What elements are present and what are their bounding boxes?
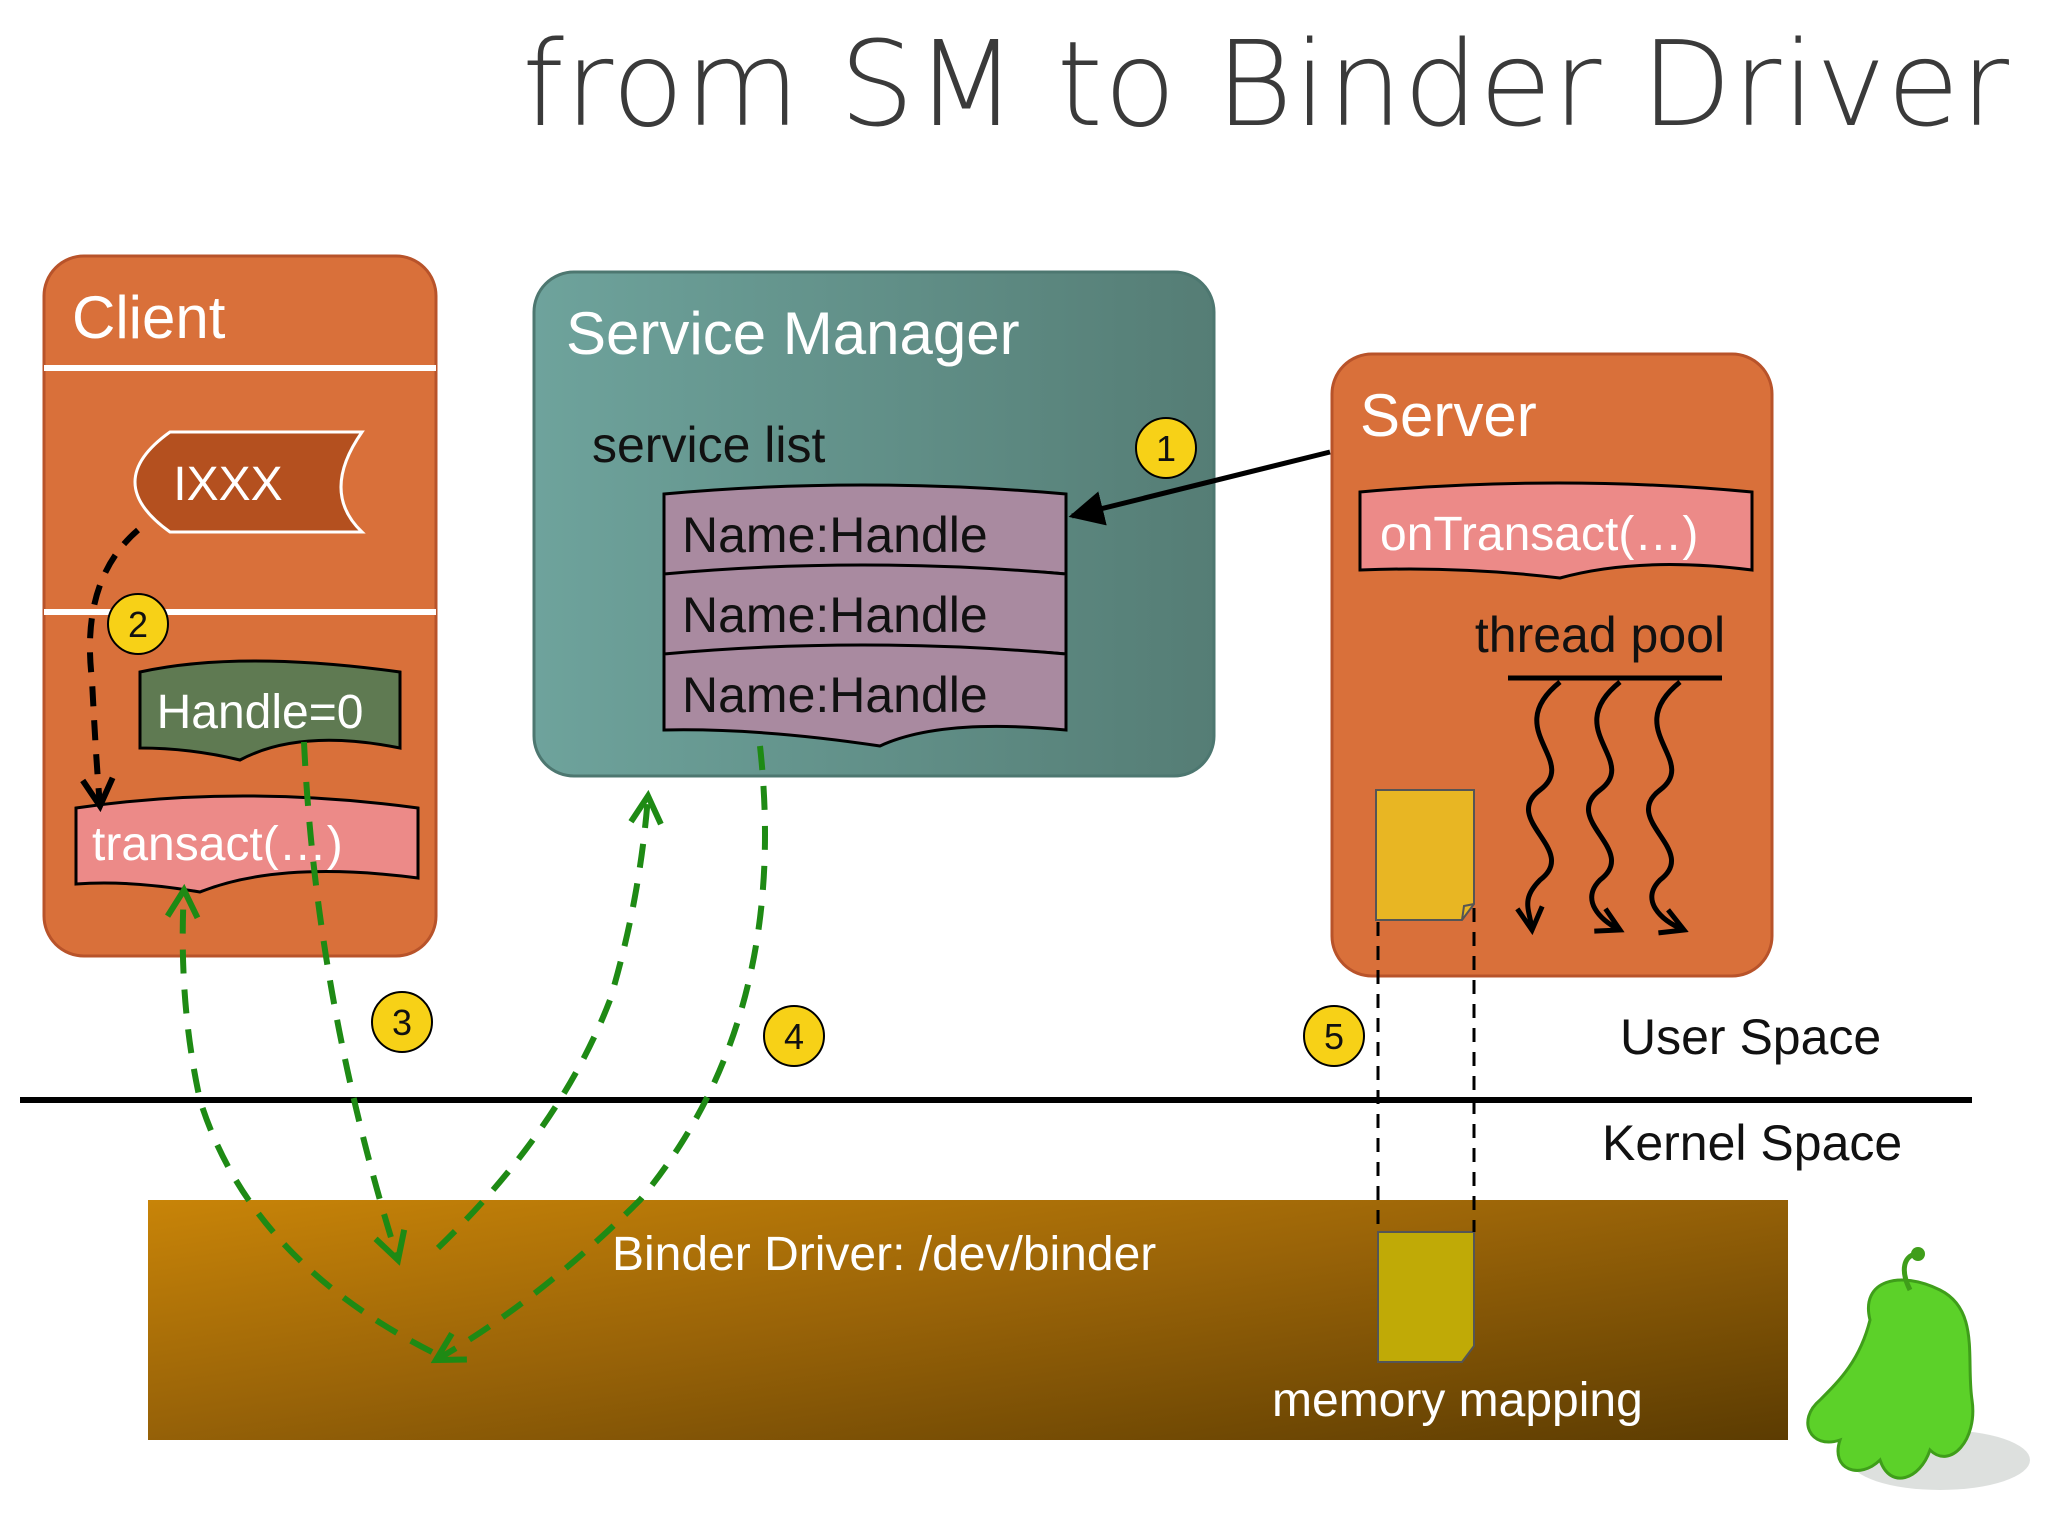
on-transact-label: onTransact(…) [1380, 508, 1698, 561]
transaction-arrows [183, 741, 768, 1360]
binder-driver-title: Binder Driver: /dev/binder [612, 1228, 1156, 1281]
server-memory-page [1375, 789, 1475, 921]
server-box: Server onTransact(…) thread pool [1330, 352, 1774, 978]
thread-pool-label: thread pool [1475, 607, 1725, 663]
register-arrow [1068, 449, 1331, 526]
memory-mapping-label: memory mapping [1272, 1374, 1643, 1427]
return-to-client-arrow [183, 890, 434, 1355]
user-space-label: User Space [1620, 1009, 1881, 1065]
step-badge: 3 [371, 991, 433, 1053]
kernel-space-label: Kernel Space [1602, 1115, 1902, 1171]
sm-to-driver-arrow [436, 745, 768, 1360]
svg-text:3: 3 [392, 1002, 412, 1043]
memory-mapping-lines [1376, 908, 1476, 1232]
page-title: from SM to Binder Driver [522, 15, 2010, 153]
server-title: Server [1360, 382, 1537, 449]
ixxx-to-transact-arrow [90, 527, 140, 806]
svg-text:5: 5 [1324, 1016, 1344, 1057]
page-fold [1461, 903, 1475, 921]
interface-shape: IXXX [133, 430, 366, 534]
handle-shape: Handle=0 [138, 659, 402, 762]
transact-label: transact(…) [92, 818, 343, 871]
green-mascot-icon [1806, 1247, 2030, 1490]
on-transact-shape: onTransact(…) [1358, 481, 1754, 580]
handle-label: Handle=0 [157, 686, 364, 739]
step-badge: 4 [763, 1005, 825, 1067]
service-manager-title: Service Manager [566, 300, 1020, 367]
service-list-label: service list [592, 417, 825, 473]
step3-down-arrow [301, 741, 398, 1260]
service-manager-box: Service Manager service list Name:Handle… [532, 270, 1216, 778]
thread-pool-threads [1528, 680, 1684, 930]
step-badge: 1 [1135, 417, 1197, 479]
step-badge: 5 [1303, 1005, 1365, 1067]
kernel-memory-page [1377, 1231, 1475, 1363]
svg-text:1: 1 [1156, 428, 1176, 469]
binder-driver-box: Binder Driver: /dev/binder memory mappin… [148, 1200, 1788, 1440]
service-list-entry-label: Name:Handle [682, 667, 988, 723]
service-list-entry: Name:Handle [662, 483, 1068, 592]
service-list-entry: Name:Handle [662, 563, 1068, 672]
svg-text:4: 4 [784, 1016, 804, 1057]
service-list-entry-label: Name:Handle [682, 587, 988, 643]
step-badge: 2 [107, 593, 169, 655]
driver-to-sm-arrow [435, 796, 648, 1251]
transact-shape: transact(…) [74, 794, 420, 894]
service-list-entry-label: Name:Handle [682, 507, 988, 563]
interface-label: IXXX [173, 458, 282, 511]
service-list-entry: Name:Handle [662, 643, 1068, 748]
svg-text:2: 2 [128, 604, 148, 645]
client-title: Client [72, 284, 226, 351]
client-box: Client IXXX Handle=0 transact(…) [42, 254, 438, 958]
